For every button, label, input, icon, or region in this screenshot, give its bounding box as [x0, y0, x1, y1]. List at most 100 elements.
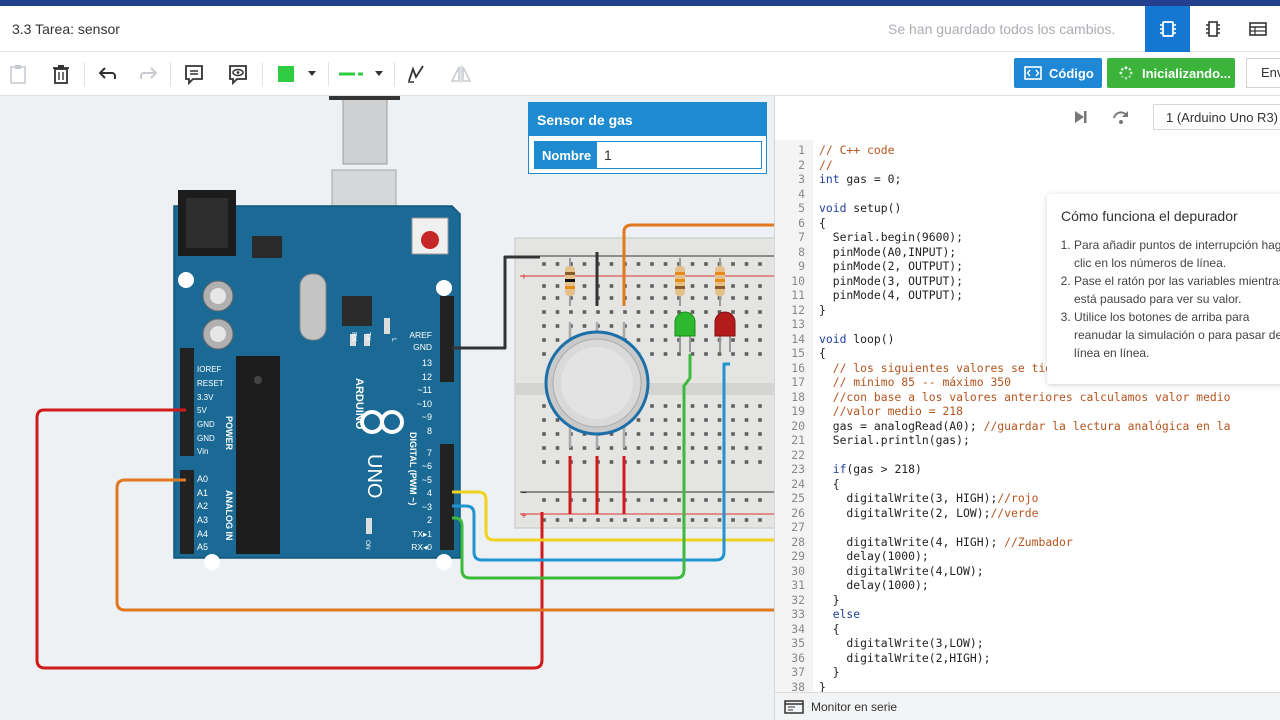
line-number[interactable]: 20	[791, 418, 805, 433]
breadboard-hole[interactable]	[542, 284, 546, 288]
breadboard-hole[interactable]	[582, 310, 587, 314]
breadboard-hole[interactable]	[677, 518, 681, 522]
code-button[interactable]: Código	[1014, 58, 1102, 88]
breadboard-hole[interactable]	[717, 352, 722, 356]
breadboard-hole[interactable]	[650, 446, 654, 450]
breadboard-hole[interactable]	[663, 284, 668, 288]
breadboard-hole[interactable]	[717, 446, 722, 450]
breadboard-hole[interactable]	[582, 296, 587, 300]
breadboard-hole[interactable]	[555, 460, 560, 464]
breadboard-hole[interactable]	[731, 404, 735, 408]
line-number[interactable]: 33	[791, 607, 805, 621]
line-number[interactable]: 36	[791, 650, 805, 665]
breadboard-hole[interactable]	[758, 460, 762, 464]
breadboard-hole[interactable]	[663, 498, 668, 502]
breadboard-hole[interactable]	[555, 310, 560, 314]
breadboard-hole[interactable]	[758, 352, 762, 356]
breadboard-hole[interactable]	[744, 498, 749, 502]
component-list-button[interactable]	[1235, 6, 1280, 52]
breadboard-hole[interactable]	[555, 324, 560, 328]
line-number-gutter[interactable]	[775, 140, 813, 692]
breadboard-hole[interactable]	[731, 498, 735, 502]
breadboard-hole[interactable]	[555, 338, 560, 342]
gas-sensor[interactable]	[544, 322, 650, 448]
breadboard-hole[interactable]	[663, 518, 668, 522]
line-number[interactable]: 17	[791, 375, 805, 389]
breadboard-hole[interactable]	[555, 296, 560, 300]
line-number[interactable]: 15	[791, 346, 805, 360]
start-simulation-button[interactable]: Inicializando...	[1107, 58, 1235, 88]
breadboard-hole[interactable]	[690, 284, 695, 288]
breadboard-hole[interactable]	[677, 404, 681, 408]
line-number[interactable]: 14	[791, 331, 805, 346]
resistor[interactable]	[675, 258, 685, 306]
breadboard-hole[interactable]	[555, 262, 560, 266]
breadboard-hole[interactable]	[542, 310, 546, 314]
breadboard-hole[interactable]	[542, 338, 546, 342]
line-number[interactable]: 10	[791, 273, 805, 288]
breadboard-hole[interactable]	[704, 284, 708, 288]
line-number[interactable]: 23	[791, 462, 805, 476]
breadboard-hole[interactable]	[704, 310, 708, 314]
breadboard-hole[interactable]	[690, 262, 695, 266]
line-number[interactable]: 8	[798, 244, 805, 259]
breadboard-hole[interactable]	[582, 432, 587, 436]
breadboard-hole[interactable]	[609, 518, 614, 522]
fill-color-picker[interactable]	[272, 60, 322, 88]
red-led[interactable]	[714, 311, 736, 352]
breadboard-hole[interactable]	[690, 338, 695, 342]
breadboard-hole[interactable]	[717, 460, 722, 464]
breadboard-hole[interactable]	[650, 262, 654, 266]
breadboard-hole[interactable]	[758, 518, 762, 522]
breadboard-hole[interactable]	[758, 324, 762, 328]
line-number[interactable]: 37	[791, 665, 805, 679]
breadboard-hole[interactable]	[650, 418, 654, 422]
breadboard-hole[interactable]	[609, 498, 614, 502]
breadboard-hole[interactable]	[542, 446, 546, 450]
breadboard-hole[interactable]	[582, 498, 587, 502]
breadboard-hole[interactable]	[690, 446, 695, 450]
breadboard-hole[interactable]	[731, 310, 735, 314]
breadboard-hole[interactable]	[663, 404, 668, 408]
breadboard-hole[interactable]	[731, 262, 735, 266]
breadboard-hole[interactable]	[744, 324, 749, 328]
breadboard-hole[interactable]	[744, 460, 749, 464]
line-number[interactable]: 26	[791, 505, 805, 520]
breadboard-hole[interactable]	[542, 324, 546, 328]
breadboard-hole[interactable]	[690, 418, 695, 422]
breadboard-hole[interactable]	[609, 310, 614, 314]
breadboard-hole[interactable]	[731, 284, 735, 288]
breadboard-hole[interactable]	[582, 446, 587, 450]
line-number[interactable]: 31	[791, 578, 805, 592]
breadboard-hole[interactable]	[582, 262, 587, 266]
breadboard-hole[interactable]	[677, 498, 681, 502]
breadboard-hole[interactable]	[717, 432, 722, 436]
breadboard-hole[interactable]	[758, 310, 762, 314]
breadboard-hole[interactable]	[609, 284, 614, 288]
breadboard-hole[interactable]	[690, 518, 695, 522]
breadboard-hole[interactable]	[690, 352, 695, 356]
breadboard-hole[interactable]	[636, 418, 641, 422]
breadboard-hole[interactable]	[758, 446, 762, 450]
breadboard-hole[interactable]	[663, 324, 668, 328]
breadboard-hole[interactable]	[623, 310, 627, 314]
breadboard-hole[interactable]	[609, 324, 614, 328]
breadboard-hole[interactable]	[677, 460, 681, 464]
breadboard-hole[interactable]	[704, 518, 708, 522]
breadboard-hole[interactable]	[636, 498, 641, 502]
breadboard-hole[interactable]	[650, 460, 654, 464]
breadboard-hole[interactable]	[636, 338, 641, 342]
breadboard-hole[interactable]	[663, 262, 668, 266]
resistor[interactable]	[565, 258, 575, 306]
breadboard-hole[interactable]	[650, 432, 654, 436]
breadboard-hole[interactable]	[555, 498, 560, 502]
breadboard-hole[interactable]	[636, 460, 641, 464]
breadboard-hole[interactable]	[542, 432, 546, 436]
line-number[interactable]: 19	[791, 404, 805, 418]
breadboard-hole[interactable]	[542, 460, 546, 464]
line-number[interactable]: 13	[791, 317, 805, 331]
breadboard-hole[interactable]	[555, 418, 560, 422]
breadboard-hole[interactable]	[758, 284, 762, 288]
breadboard-hole[interactable]	[717, 404, 722, 408]
breadboard-hole[interactable]	[663, 310, 668, 314]
